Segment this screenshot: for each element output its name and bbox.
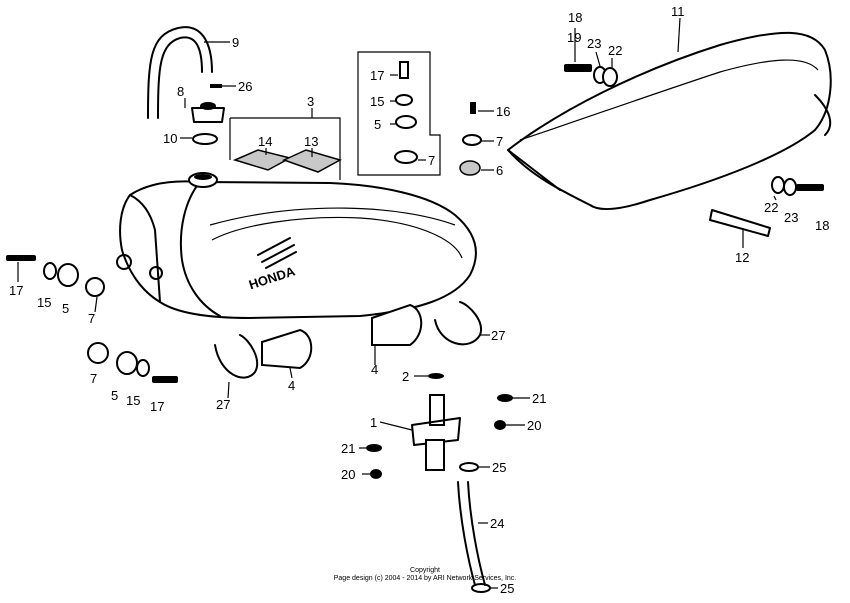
label-17-left: 17 (9, 283, 23, 298)
label-22-top: 22 (608, 43, 622, 58)
label-20-left: 20 (341, 467, 355, 482)
emblem-pads (232, 149, 342, 173)
label-5-lower: 5 (111, 388, 118, 403)
seat (507, 31, 832, 211)
tank-mount-left-upper (6, 255, 105, 297)
label-14: 14 (258, 134, 272, 149)
label-5-left: 5 (62, 301, 69, 316)
tank-mount-left-lower (87, 342, 178, 383)
fuel-valve (411, 373, 461, 471)
label-1: 1 (370, 415, 377, 430)
label-19: 19 (567, 30, 581, 45)
label-12: 12 (735, 250, 749, 265)
copyright-line-1: Copyright (410, 567, 440, 574)
label-23-top: 23 (587, 36, 601, 51)
leader-lines (17, 17, 777, 589)
label-17-lower: 17 (150, 399, 164, 414)
label-26: 26 (238, 79, 252, 94)
label-25-bottom: 25 (500, 581, 514, 596)
label-24: 24 (490, 516, 504, 531)
label-16: 16 (496, 104, 510, 119)
copyright-notice: Copyright Page design (c) 2004 - 2014 by… (334, 567, 517, 582)
hardware-box (357, 51, 441, 176)
seat-bolt (564, 64, 592, 72)
bracket-3 (230, 117, 341, 180)
label-23-rear: 23 (784, 210, 798, 225)
label-9: 9 (232, 35, 239, 50)
label-20-right: 20 (527, 418, 541, 433)
seat-strap (709, 209, 771, 237)
tank-clamps (214, 301, 482, 379)
honda-wing-logo: HONDA (247, 237, 298, 292)
label-17-box: 17 (370, 68, 384, 83)
label-11: 11 (671, 4, 685, 19)
label-7-lower: 7 (90, 371, 97, 386)
label-22-rear: 22 (764, 200, 778, 215)
label-18-rear: 18 (815, 218, 829, 233)
copyright-line-2: Page design (c) 2004 - 2014 by ARI Netwo… (334, 575, 517, 582)
seat-bolt-rear (796, 184, 824, 191)
fuel-tank: HONDA (116, 172, 477, 319)
label-18-top: 18 (568, 10, 582, 25)
label-13: 13 (304, 134, 318, 149)
label-6: 6 (496, 163, 503, 178)
label-7-box: 7 (428, 153, 435, 168)
label-8: 8 (177, 84, 184, 99)
label-21-left: 21 (341, 441, 355, 456)
label-25-top: 25 (492, 460, 506, 475)
label-15-lower: 15 (126, 393, 140, 408)
label-27-left: 27 (216, 397, 230, 412)
label-15-left: 15 (37, 295, 51, 310)
label-10: 10 (163, 131, 177, 146)
fuel-hose (457, 462, 491, 593)
seat-mount-parts (459, 102, 482, 176)
breather-joint (210, 84, 222, 88)
breather-tube (147, 26, 213, 119)
hardware-box-parts (394, 61, 418, 164)
label-15-box: 15 (370, 94, 384, 109)
fuel-cap (191, 102, 225, 123)
label-5-box: 5 (374, 117, 381, 132)
label-4-left: 4 (288, 378, 295, 393)
callout-labels: 9 26 8 10 3 14 13 17 15 5 7 16 7 6 18 19… (9, 4, 829, 596)
label-2: 2 (402, 369, 409, 384)
cap-gasket (192, 133, 218, 145)
label-3: 3 (307, 94, 314, 109)
tank-logo-text: HONDA (247, 263, 298, 292)
label-27-right: 27 (491, 328, 505, 343)
label-7-left: 7 (88, 311, 95, 326)
label-21-right: 21 (532, 391, 546, 406)
label-7-seat: 7 (496, 134, 503, 149)
label-4-right: 4 (371, 362, 378, 377)
